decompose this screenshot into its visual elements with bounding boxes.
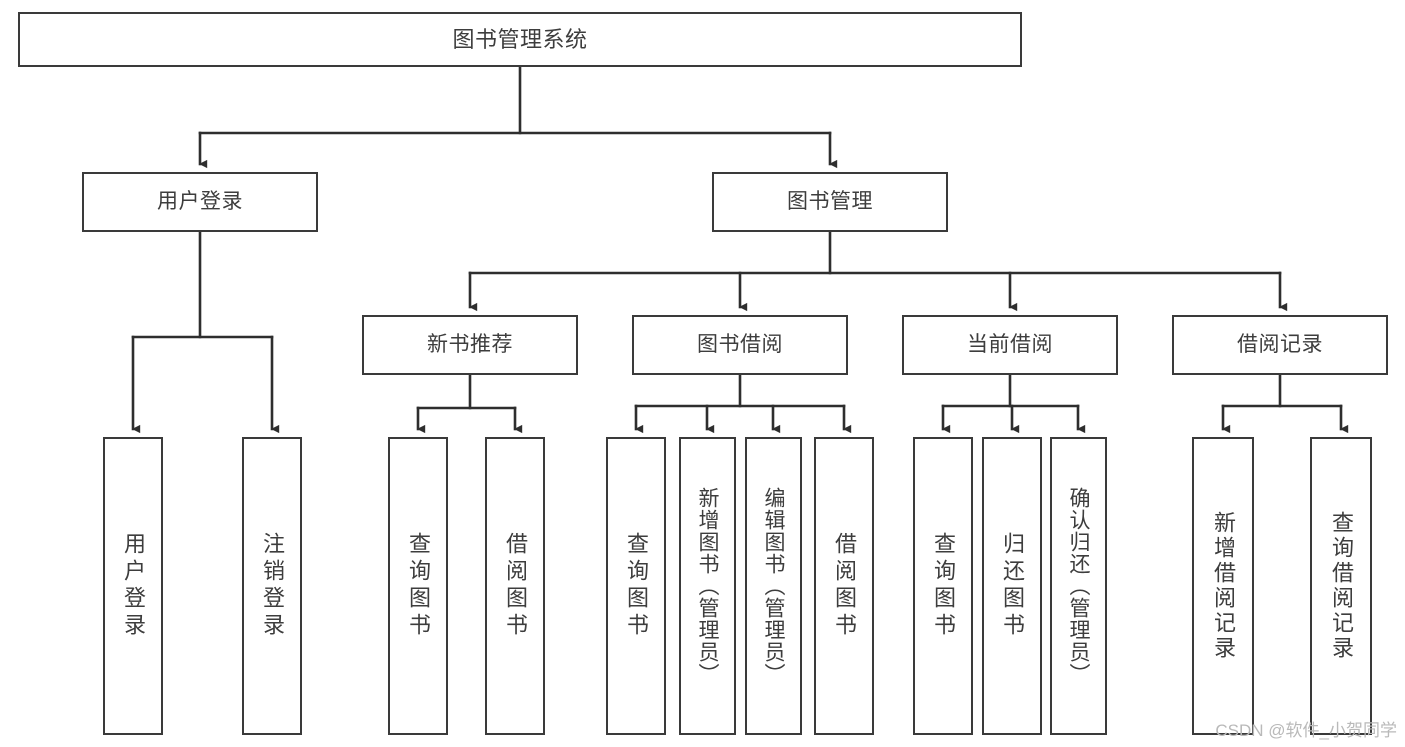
node-leaf-add-book-admin[interactable]: 新增图书（管理员）: [679, 437, 736, 735]
node-label: 新增借阅记录: [1211, 511, 1236, 661]
node-label: 图书借阅: [697, 332, 783, 356]
node-label: 新书推荐: [427, 332, 513, 356]
node-label: 借阅记录: [1237, 332, 1323, 356]
node-leaf-borrow-book[interactable]: 借阅图书: [814, 437, 874, 735]
node-label: 借阅图书: [503, 532, 528, 640]
node-label: 借阅图书: [832, 532, 857, 640]
node-leaf-query-book-borrow[interactable]: 查询图书: [606, 437, 666, 735]
node-current-borrow[interactable]: 当前借阅: [902, 315, 1118, 375]
node-leaf-return-book[interactable]: 归还图书: [982, 437, 1042, 735]
node-leaf-query-book-recommend[interactable]: 查询图书: [388, 437, 448, 735]
node-label: 查询借阅记录: [1329, 511, 1354, 661]
node-label: 编辑图书（管理员）: [762, 487, 785, 685]
node-leaf-add-borrow-record[interactable]: 新增借阅记录: [1192, 437, 1254, 735]
node-leaf-user-login[interactable]: 用户登录: [103, 437, 163, 735]
node-leaf-edit-book-admin[interactable]: 编辑图书（管理员）: [745, 437, 802, 735]
node-label: 用户登录: [121, 532, 146, 640]
node-leaf-logout[interactable]: 注销登录: [242, 437, 302, 735]
node-leaf-confirm-return-admin[interactable]: 确认归还（管理员）: [1050, 437, 1107, 735]
node-leaf-query-book-current[interactable]: 查询图书: [913, 437, 973, 735]
node-book-manage[interactable]: 图书管理: [712, 172, 948, 232]
node-label: 图书管理系统: [452, 26, 588, 52]
node-label: 注销登录: [260, 532, 285, 640]
node-new-book-recommend[interactable]: 新书推荐: [362, 315, 578, 375]
csdn-watermark: CSDN @软件_小贺同学: [1215, 721, 1397, 740]
node-leaf-borrow-book-recommend[interactable]: 借阅图书: [485, 437, 545, 735]
node-label: 当前借阅: [967, 332, 1053, 356]
node-label: 查询图书: [931, 532, 956, 640]
node-label: 图书管理: [787, 189, 873, 213]
node-root-system[interactable]: 图书管理系统: [18, 12, 1022, 67]
node-label: 归还图书: [1000, 532, 1025, 640]
node-label: 用户登录: [157, 189, 243, 213]
node-label: 确认归还（管理员）: [1067, 487, 1090, 685]
node-label: 新增图书（管理员）: [696, 487, 719, 685]
node-book-borrow[interactable]: 图书借阅: [632, 315, 848, 375]
node-borrow-record[interactable]: 借阅记录: [1172, 315, 1388, 375]
node-label: 查询图书: [624, 532, 649, 640]
node-label: 查询图书: [406, 532, 431, 640]
node-user-login[interactable]: 用户登录: [82, 172, 318, 232]
node-leaf-query-borrow-record[interactable]: 查询借阅记录: [1310, 437, 1372, 735]
